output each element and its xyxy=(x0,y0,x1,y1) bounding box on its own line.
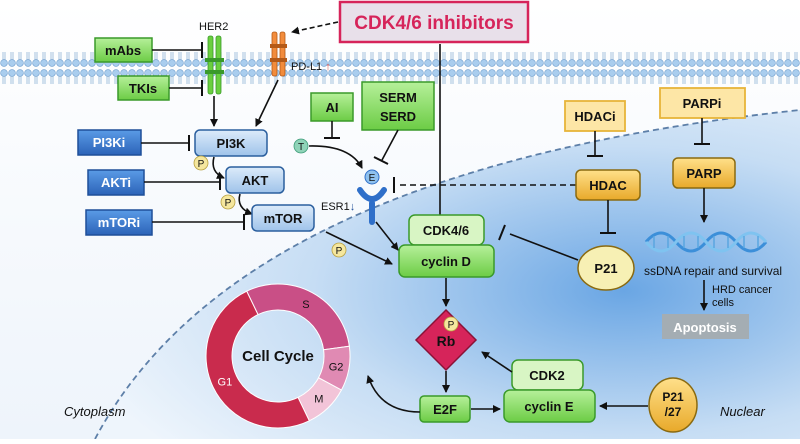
cell-cycle-title: Cell Cycle xyxy=(242,348,314,365)
her2-receptor xyxy=(205,35,224,95)
testosterone-circle xyxy=(293,138,309,154)
ai-box[interactable] xyxy=(310,92,354,122)
p21-node[interactable] xyxy=(577,245,635,291)
p21-27-label-2: /27 xyxy=(665,405,682,419)
tkis-box[interactable] xyxy=(117,75,170,101)
mtor-to-cyclind-arrow xyxy=(325,231,393,265)
p21-to-cdk46-inhibit xyxy=(509,233,579,261)
cell-cycle-segment-g1 xyxy=(205,290,310,429)
cdk2-to-rb-arrow xyxy=(481,351,513,373)
serd-label: SERD xyxy=(380,109,416,124)
phospho-circle-2 xyxy=(220,194,236,210)
esr1-receptor xyxy=(357,187,387,202)
cytoplasm-label: Cytoplasm xyxy=(64,404,126,419)
serm-inhibit-line xyxy=(381,129,399,161)
ai-label: AI xyxy=(326,100,339,115)
phospho-label-3: P xyxy=(336,246,343,257)
p21-27-label-1: P21 xyxy=(662,390,684,404)
parpi-box[interactable] xyxy=(659,87,746,119)
parp-label: PARP xyxy=(686,166,721,181)
hdac-label: HDAC xyxy=(589,178,627,193)
cell-cycle-label-s: S xyxy=(302,299,309,311)
cell-cycle-label-g2: G2 xyxy=(329,361,344,373)
pi3k-node[interactable] xyxy=(194,129,268,157)
e2f-label: E2F xyxy=(433,402,457,417)
cdk46-label: CDK4/6 xyxy=(423,223,469,238)
t-to-e-arrow xyxy=(308,145,363,169)
serm-serd-box[interactable] xyxy=(361,81,435,131)
akti-box[interactable] xyxy=(87,169,145,196)
estrogen-circle xyxy=(364,169,380,185)
esr1-to-cyclind-arrow xyxy=(375,221,399,251)
rb-node[interactable] xyxy=(414,308,478,372)
p21-label: P21 xyxy=(594,261,617,276)
phospho-circle-rb xyxy=(443,316,459,332)
cell-cycle-label-g1: G1 xyxy=(218,377,233,389)
cycline-label: cyclin E xyxy=(524,399,573,414)
phospho-label-2: P xyxy=(225,198,232,209)
rb-label: Rb xyxy=(437,333,456,349)
akt-label: AKT xyxy=(242,173,269,188)
apoptosis-label: Apoptosis xyxy=(673,320,737,335)
p21-inhibit-bar xyxy=(498,224,506,241)
mtori-box[interactable] xyxy=(85,209,153,236)
mtor-label: mTOR xyxy=(264,211,303,226)
testosterone-label: T xyxy=(298,142,304,153)
cyclind-label: cyclin D xyxy=(421,254,471,269)
parpi-label: PARPi xyxy=(683,96,722,111)
cyclind-node[interactable] xyxy=(398,244,495,278)
nuclear-envelope xyxy=(94,109,800,440)
hdaci-label: HDACi xyxy=(574,109,615,124)
phospho-label-rb: P xyxy=(448,320,455,331)
hrd-label-1: HRD cancer xyxy=(712,284,772,296)
pdl1-to-pi3k-arrow xyxy=(255,79,279,127)
cycline-node[interactable] xyxy=(503,389,596,423)
esr1-label: ESR1↓ xyxy=(321,201,355,213)
serm-inhibit-bar xyxy=(373,156,389,165)
pi3k-to-akt-arrow xyxy=(212,156,225,179)
ssdna-repair-label: ssDNA repair and survival xyxy=(644,264,782,278)
pdl1-label: PD-L1 ↑ xyxy=(291,61,331,73)
mabs-box[interactable] xyxy=(94,37,153,63)
mabs-label: mAbs xyxy=(105,43,141,58)
phospho-circle-3 xyxy=(331,242,347,258)
phospho-circle-1 xyxy=(193,155,209,171)
estrogen-label: E xyxy=(369,173,376,184)
pdl1-receptor xyxy=(270,31,287,77)
pi3k-label: PI3K xyxy=(217,136,247,151)
nuclear-label: Nuclear xyxy=(720,404,765,419)
p21-27-node[interactable] xyxy=(648,377,698,433)
tkis-label: TKIs xyxy=(129,81,157,96)
title-box[interactable] xyxy=(338,0,530,44)
cell-cycle-donut: S G2M G1 xyxy=(205,283,351,429)
akti-label: AKTi xyxy=(101,175,131,190)
apoptosis-box[interactable] xyxy=(662,314,749,339)
title: CDK4/6 inhibitors xyxy=(354,13,513,34)
hrd-label-2: cells xyxy=(712,297,735,309)
pi3ki-box[interactable] xyxy=(77,129,142,156)
akt-to-mtor-arrow xyxy=(238,193,253,216)
pi3ki-label: PI3Ki xyxy=(93,135,126,150)
cell-cycle-label-m: M xyxy=(314,394,323,406)
dna-helix xyxy=(644,231,768,253)
her2-label: HER2 xyxy=(199,21,228,33)
cdk2-label: CDK2 xyxy=(529,368,564,383)
akt-node[interactable] xyxy=(225,166,285,194)
mtori-label: mTORi xyxy=(98,215,140,230)
serm-label: SERM xyxy=(379,90,417,105)
e2f-node[interactable] xyxy=(419,395,471,423)
e2f-to-cellcycle-arrow xyxy=(366,375,421,413)
phospho-label-1: P xyxy=(198,159,205,170)
mtor-node[interactable] xyxy=(251,204,315,232)
